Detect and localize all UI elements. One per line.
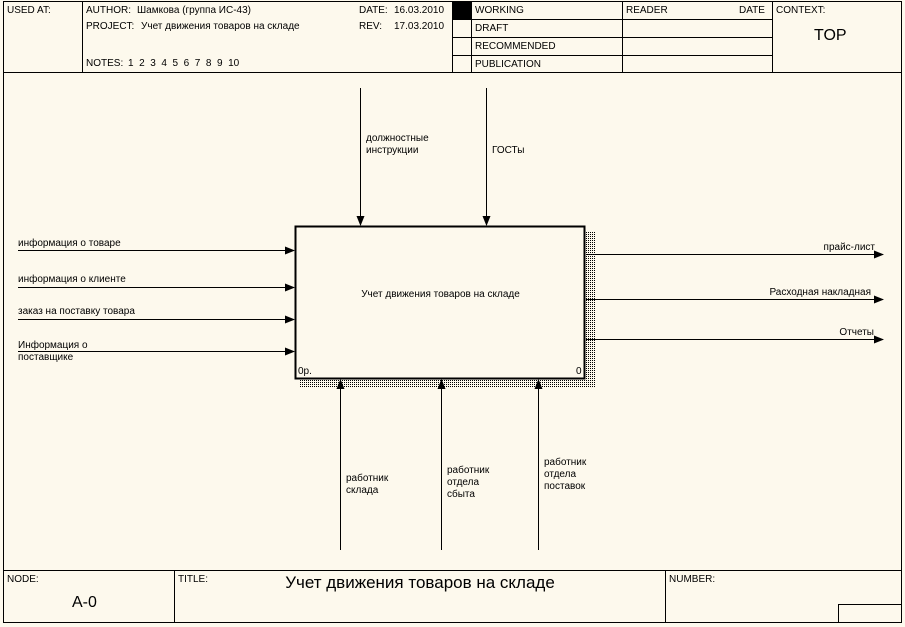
node-label: NODE: [7,574,39,585]
control-label[interactable]: ГОСТы [492,145,525,156]
input-label[interactable]: Информация о поставщике [18,340,88,363]
context-label: CONTEXT: [776,5,826,16]
input-label[interactable]: информация о товаре [18,238,121,249]
output-label[interactable]: Отчеты [839,327,874,338]
activity-box-cost: 0р. [298,366,312,377]
status-recommended: RECOMMENDED [475,41,556,52]
input-label[interactable]: заказ на поставку товара [18,306,135,317]
control-label[interactable]: должностные инструкции [366,133,429,156]
rev-label: REV: [359,21,382,32]
activity-box-number: 0 [576,366,582,377]
reader-date-label: DATE [739,5,765,16]
status-draft: DRAFT [475,23,509,34]
used-at-label: USED AT: [7,5,51,16]
diagram-title: Учет движения товаров на складе [285,573,555,592]
status-publication: PUBLICATION [475,59,541,70]
notes-label: NOTES: [86,58,124,69]
project-label: PROJECT: [86,21,135,32]
rev-value: 17.03.2010 [394,21,445,32]
mechanism-label[interactable]: работник отдела поставок [544,457,587,492]
author-label: AUTHOR: [86,5,131,16]
mechanism-label[interactable]: работник отдела сбыта [447,465,490,500]
status-working: WORKING [475,5,524,16]
notes-value: 1 2 3 4 5 6 7 8 9 10 [128,58,240,69]
mechanism-label[interactable]: работник склада [346,473,389,496]
title-label: TITLE: [178,574,209,585]
date-label: DATE: [359,5,388,16]
node-value: А-0 [72,594,97,611]
activity-box-title[interactable]: Учет движения товаров на складе [361,289,520,300]
output-label[interactable]: прайс-лист [823,242,875,253]
input-label[interactable]: информация о клиенте [18,274,126,285]
date-value: 16.03.2010 [394,5,445,16]
reader-label: READER [626,5,668,16]
number-label: NUMBER: [669,574,716,585]
context-value: TOP [814,27,847,44]
project-value: Учет движения товаров на складе [141,21,300,32]
author-value: Шамкова (группа ИС-43) [137,5,251,16]
output-label[interactable]: Расходная накладная [769,287,871,298]
